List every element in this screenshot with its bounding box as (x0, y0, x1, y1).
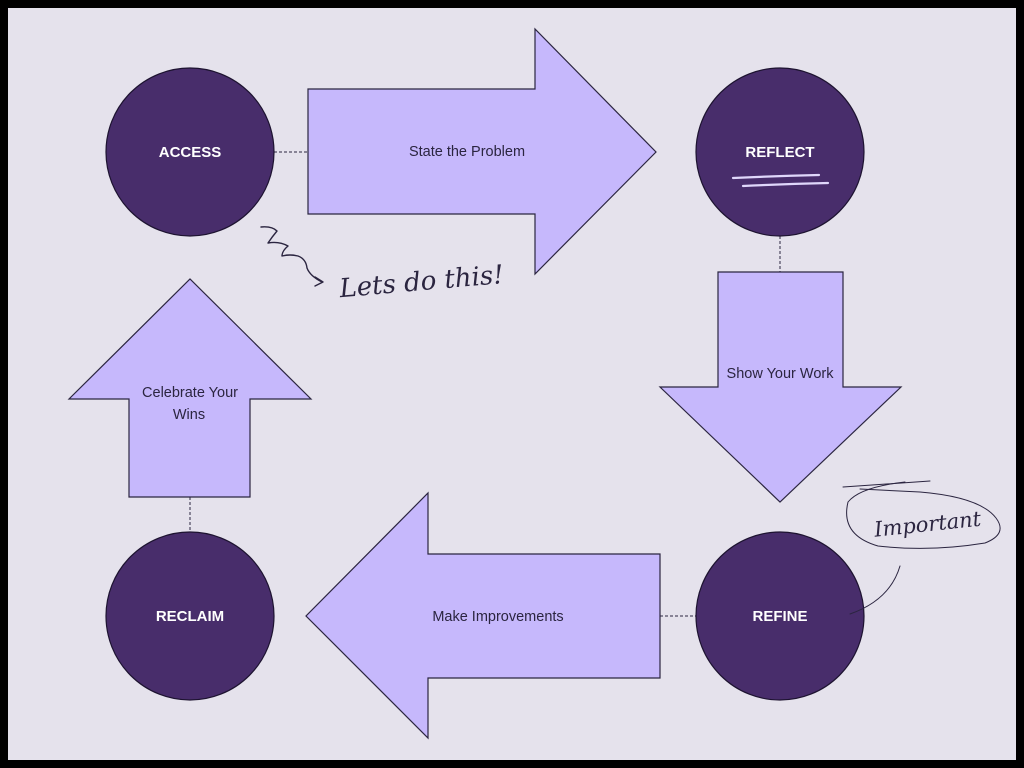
arrow-label-make-improvements: Make Improvements (432, 609, 563, 625)
annotation-text-important: Important (872, 507, 983, 542)
node-reflect[interactable]: REFLECT (695, 67, 865, 237)
pointer-curve (849, 565, 901, 615)
arrow-state-the-problem[interactable]: State the Problem (307, 27, 657, 276)
arrowhead-icon (314, 276, 324, 287)
annotation-text-lets-do-this: Lets do this! (337, 260, 505, 304)
node-refine[interactable]: REFINE (695, 531, 865, 701)
squiggle-arrow-icon (260, 226, 323, 283)
arrow-shape-up (67, 278, 313, 498)
arrow-show-your-work[interactable]: Show Your Work (658, 271, 903, 503)
annotation-lets-do-this: Lets do this! (260, 226, 505, 304)
arrow-shape-right (307, 27, 657, 276)
arrow-make-improvements[interactable]: Make Improvements (305, 491, 661, 740)
underline-stroke-1 (731, 173, 821, 180)
arrow-shape-left (305, 491, 661, 740)
node-reclaim[interactable]: RECLAIM (105, 531, 275, 701)
arrow-label-celebrate-line2: Wins (173, 407, 205, 423)
arrow-label-celebrate-line1: Celebrate Your (142, 385, 238, 401)
diagram-canvas: State the Problem Show Your Work Make Im… (8, 8, 1016, 760)
cycle-diagram: State the Problem Show Your Work Make Im… (67, 27, 1001, 740)
node-circle (695, 67, 865, 237)
node-label-access: ACCESS (159, 144, 222, 161)
node-circle (105, 67, 275, 237)
arrow-label-state-the-problem: State the Problem (409, 144, 525, 160)
annotation-important: Important (842, 480, 1001, 615)
node-label-reclaim: RECLAIM (156, 608, 224, 625)
arrow-shape-down (658, 271, 903, 503)
arrow-label-show-your-work: Show Your Work (727, 366, 835, 382)
node-circle (105, 531, 275, 701)
arrow-celebrate-your-wins[interactable]: Celebrate Your Wins (67, 278, 313, 498)
ellipse-tail-stroke (842, 480, 931, 488)
underline-stroke-2 (741, 181, 830, 188)
node-circle (695, 531, 865, 701)
node-access[interactable]: ACCESS (105, 67, 275, 237)
node-label-refine: REFINE (752, 608, 807, 625)
hand-drawn-ellipse (846, 481, 1001, 549)
node-label-reflect: REFLECT (745, 144, 814, 161)
